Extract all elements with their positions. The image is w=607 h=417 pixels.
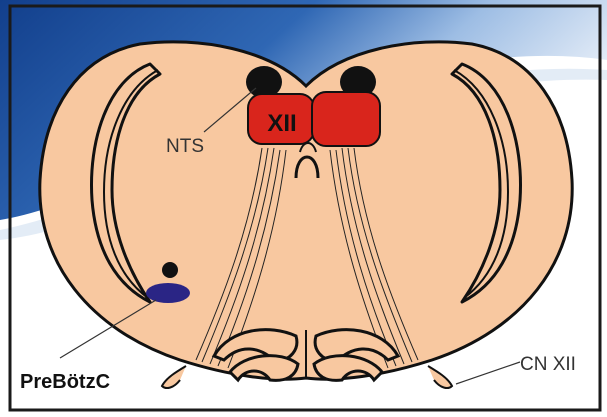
nucleus-label: XII	[267, 110, 296, 137]
prebotzinger-dot	[162, 262, 178, 278]
cn-xii-label: CN XII	[520, 354, 576, 375]
prebotzinger-complex	[146, 283, 190, 303]
nts-label: NTS	[166, 136, 204, 157]
prebotzinger-label: PreBötzC	[20, 371, 110, 393]
hypoglossal-nucleus-right	[312, 92, 380, 146]
